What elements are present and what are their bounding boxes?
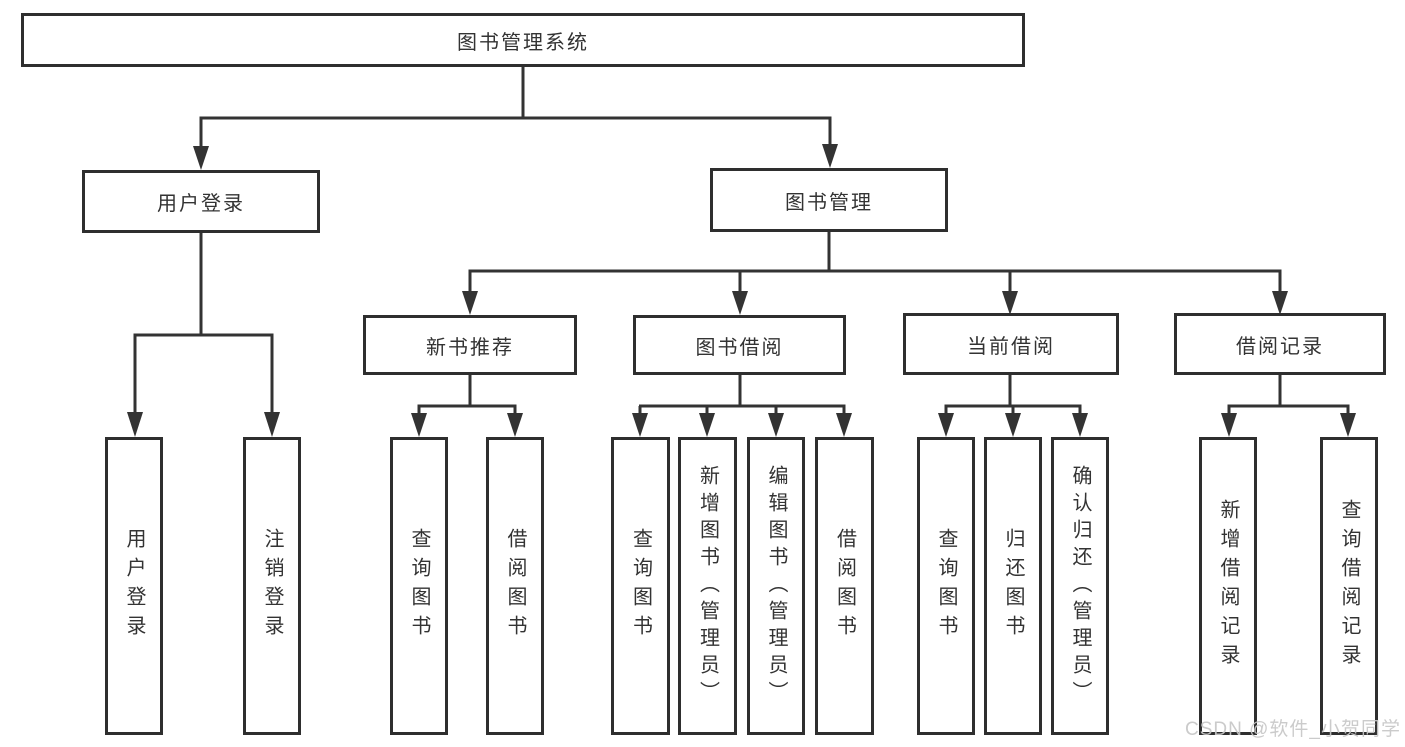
leaf-label: 借阅图书: [504, 528, 526, 644]
leaf-label: 新增图书（管理员）: [696, 464, 719, 708]
leaf-query-books-recommend: 查询图书: [390, 437, 448, 735]
node-user-login: 用户登录: [82, 170, 320, 233]
leaf-label: 查询图书: [935, 528, 957, 644]
connector-root-to-level2: [193, 67, 838, 170]
leaf-label: 编辑图书（管理员）: [765, 464, 787, 708]
leaf-label: 借阅图书: [833, 528, 856, 644]
node-borrow-records: 借阅记录: [1174, 313, 1386, 375]
connector-book-management-children: [462, 232, 1288, 315]
leaf-label: 用户登录: [123, 528, 145, 644]
leaf-label: 查询图书: [408, 528, 430, 644]
leaf-label: 查询借阅记录: [1338, 499, 1360, 673]
node-book-borrow: 图书借阅: [633, 315, 846, 375]
connector-user-login-children: [127, 233, 280, 437]
connector-new-book-recommend-children: [411, 375, 523, 437]
leaf-add-borrow-record: 新增借阅记录: [1199, 437, 1257, 735]
leaf-query-borrow-record: 查询借阅记录: [1320, 437, 1378, 735]
leaf-label: 注销登录: [261, 528, 283, 644]
leaf-query-books-current: 查询图书: [917, 437, 975, 735]
leaf-borrow-books-recommend: 借阅图书: [486, 437, 544, 735]
leaf-edit-book-admin: 编辑图书（管理员）: [747, 437, 805, 735]
node-library-management-system: 图书管理系统: [21, 13, 1025, 67]
leaf-label: 归还图书: [1002, 528, 1024, 644]
node-new-book-recommend: 新书推荐: [363, 315, 577, 375]
csdn-watermark: CSDN @软件_小贺同学: [1185, 719, 1401, 740]
leaf-label: 查询图书: [629, 528, 652, 644]
leaf-label: 确认归还（管理员）: [1069, 464, 1091, 708]
node-book-management: 图书管理: [710, 168, 948, 232]
leaf-borrow-books: 借阅图书: [815, 437, 874, 735]
leaf-query-books-borrow: 查询图书: [611, 437, 670, 735]
leaf-confirm-return-admin: 确认归还（管理员）: [1051, 437, 1109, 735]
connector-book-borrow-children: [632, 375, 852, 437]
leaf-add-book-admin: 新增图书（管理员）: [678, 437, 737, 735]
connector-current-borrow-children: [938, 375, 1088, 437]
leaf-user-login: 用户登录: [105, 437, 163, 735]
node-current-borrow: 当前借阅: [903, 313, 1119, 375]
leaf-label: 新增借阅记录: [1217, 499, 1239, 673]
connector-borrow-records-children: [1221, 375, 1356, 437]
leaf-logout: 注销登录: [243, 437, 301, 735]
leaf-return-books: 归还图书: [984, 437, 1042, 735]
